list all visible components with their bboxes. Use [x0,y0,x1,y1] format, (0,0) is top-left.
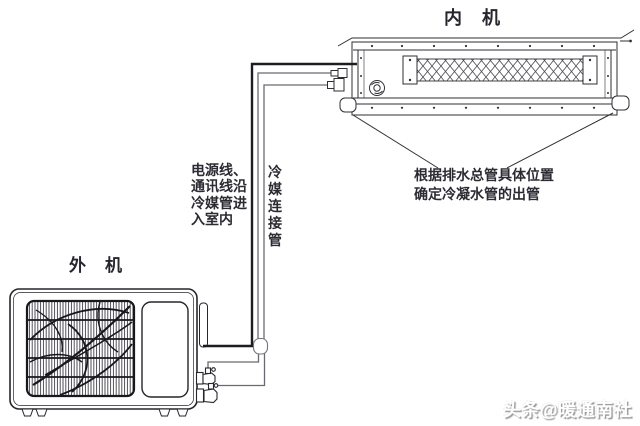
drain-outlet-note: 根据排水总管具体位置 确定冷凝水管的出管 [414,166,554,204]
indoor-unit-drawing [337,29,635,116]
drain-outlet-note-line2: 确定冷凝水管的出管 [414,186,540,202]
refrigerant-pipes [207,72,340,387]
pump-symbol [369,80,385,96]
power-line-note-line3: 冷媒管进 [191,194,247,211]
mounting-feet [21,408,189,417]
power-line-note: 电源线、 通讯线沿 冷媒管进 入室内 [191,162,247,228]
drain-stub-right [611,95,630,111]
drain-outlet-note-line1: 根据排水总管具体位置 [414,167,554,183]
power-line-note-line1: 电源线、 [191,162,247,178]
screw-dots [360,44,609,109]
pipe-sleeve [252,337,269,355]
power-line-note-line4: 入室内 [191,211,233,228]
outdoor-unit-title: 外 机 [69,256,123,275]
power-comm-conduit [203,62,357,348]
heat-exchanger [402,55,598,85]
outdoor-unit-drawing [9,288,208,417]
indoor-unit-title: 内 机 [444,8,501,28]
refrigerant-pipe-label: 冷媒连接管 [268,164,282,248]
drain-stub-left [339,97,357,113]
wiring-cover [199,302,208,348]
flare-nuts [327,68,348,92]
watermark-toutiao: 头条@暖通南社 [502,400,632,420]
service-panel [141,301,189,398]
fan-grille [25,299,136,398]
leader-lines [352,112,614,169]
service-valves [195,367,219,404]
power-line-note-line2: 通讯线沿 [191,178,247,195]
